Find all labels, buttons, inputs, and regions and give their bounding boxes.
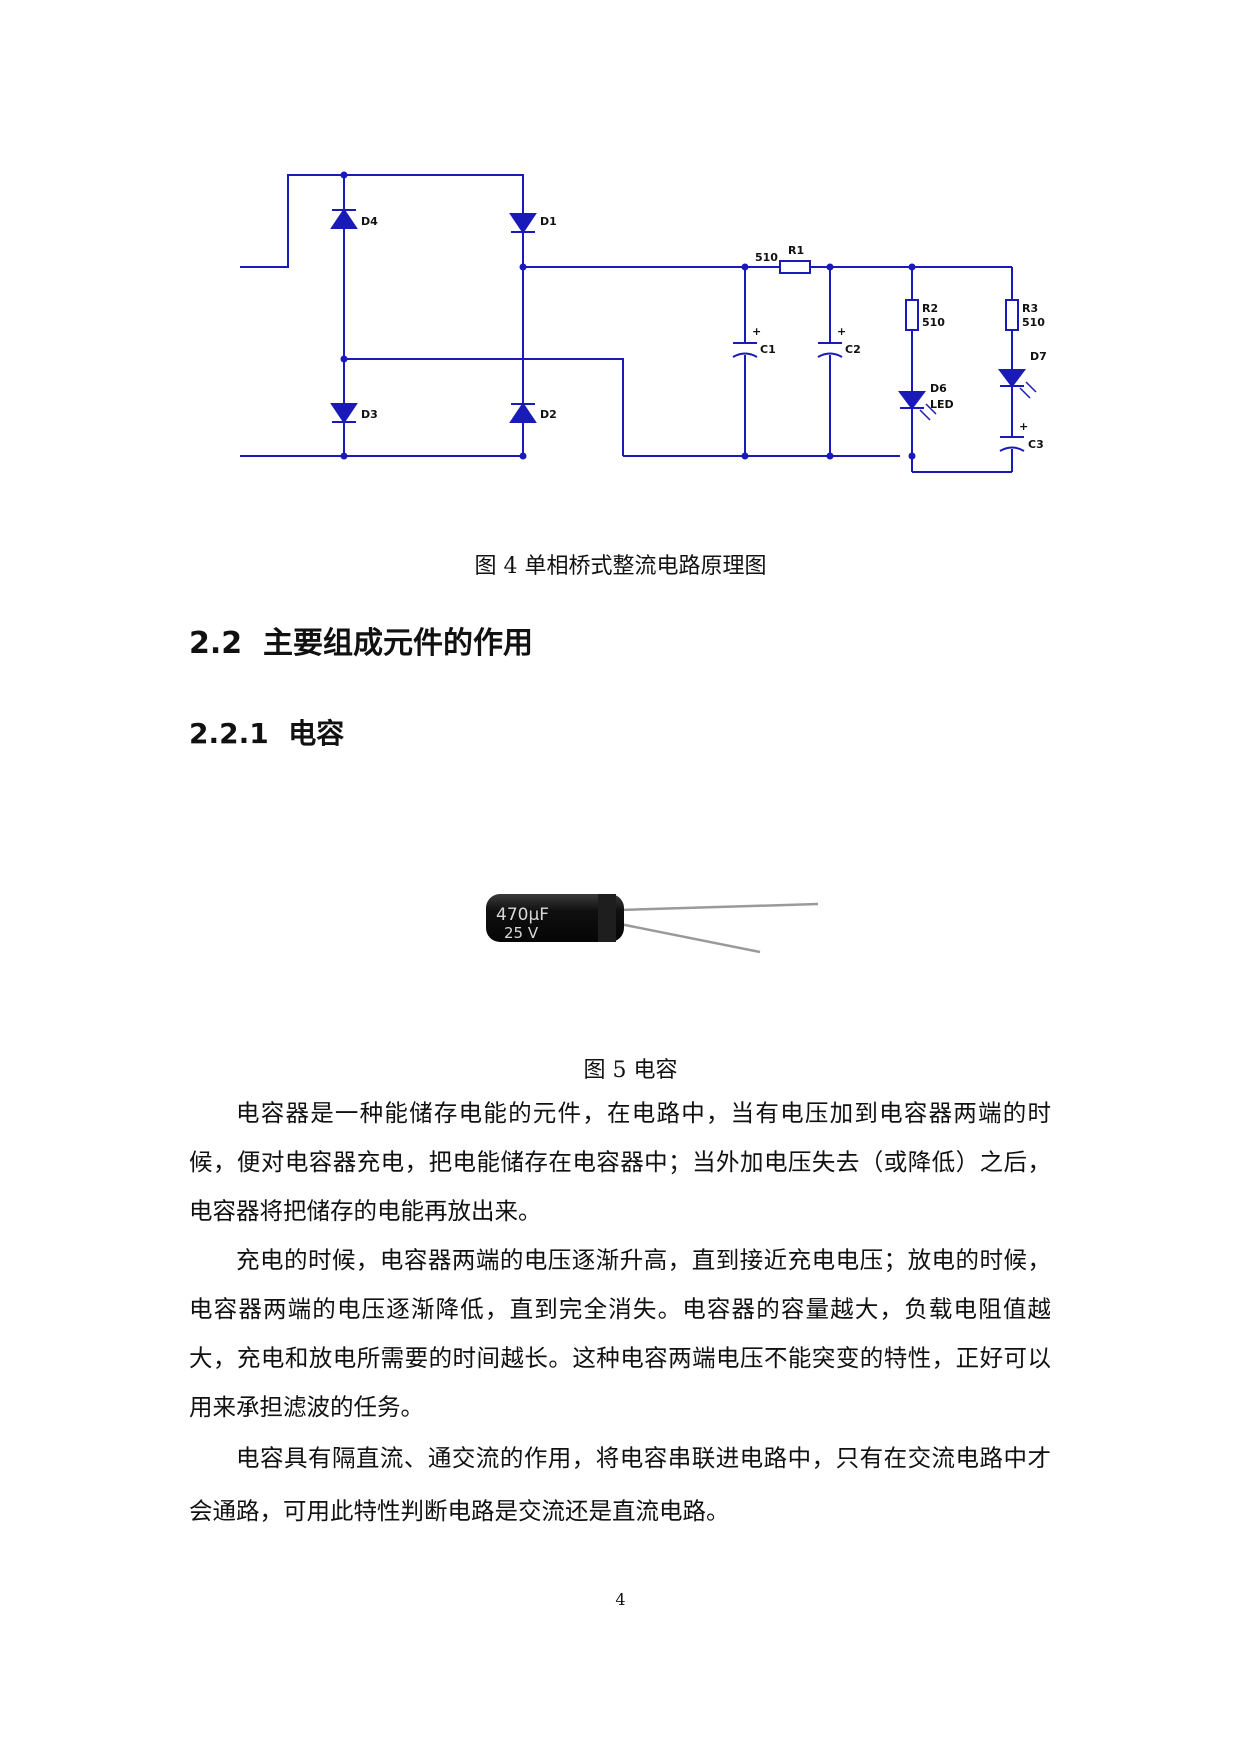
diode-d3-icon xyxy=(330,403,358,424)
label-d7: D7 xyxy=(1030,350,1047,363)
label-d2: D2 xyxy=(540,408,557,421)
section-number: 2.2 xyxy=(189,626,243,661)
capacitor-marking-1: 470μF xyxy=(496,905,549,925)
label-r1: R1 xyxy=(788,244,804,257)
section-heading: 2.2 主要组成元件的作用 xyxy=(189,618,533,662)
label-r3: R3 xyxy=(1022,302,1038,315)
led-d6-icon xyxy=(898,391,926,410)
svg-text:+: + xyxy=(837,325,846,338)
label-d1: D1 xyxy=(540,215,557,228)
led-d7-icon xyxy=(998,369,1026,388)
label-r2-value: 510 xyxy=(922,316,945,329)
svg-text:+: + xyxy=(1019,420,1028,433)
capacitor-marking-2: 25 V xyxy=(504,924,539,942)
capacitor-photo: 470μF 25 V xyxy=(486,894,819,954)
svg-text:+: + xyxy=(752,325,761,338)
label-r3-value: 510 xyxy=(1022,316,1045,329)
label-r2: R2 xyxy=(922,302,938,315)
diode-d2-icon xyxy=(509,402,537,423)
diode-d4-icon xyxy=(330,208,358,229)
label-c3: C3 xyxy=(1028,438,1044,451)
label-d6: D6 xyxy=(930,382,947,395)
rectifier-circuit-diagram: D4 D1 D3 D2 510 R1 + C1 + C2 R2 510 R3 5… xyxy=(240,171,1047,473)
label-c2: C2 xyxy=(845,343,861,356)
label-d6-type: LED xyxy=(930,398,954,411)
paragraph-1: 电容器是一种能储存电能的元件，在电路中，当有电压加到电容器两端的时候，便对电容器… xyxy=(189,1099,1051,1225)
subsection-heading: 2.2.1 电容 xyxy=(189,712,344,752)
label-c1: C1 xyxy=(760,343,776,356)
label-d4: D4 xyxy=(361,215,378,228)
section-title: 主要组成元件的作用 xyxy=(263,626,534,661)
page-number: 4 xyxy=(615,1590,626,1609)
label-r1-value: 510 xyxy=(755,251,778,264)
diode-d1-icon xyxy=(509,213,537,234)
figure5-caption: 图 5 电容 xyxy=(583,1058,678,1083)
paragraph-2: 充电的时候，电容器两端的电压逐渐升高，直到接近充电电压；放电的时候，电容器两端的… xyxy=(189,1246,1051,1421)
subsection-number: 2.2.1 xyxy=(189,717,269,750)
paragraph-3: 电容具有隔直流、通交流的作用，将电容串联进电路中，只有在交流电路中才会通路，可用… xyxy=(189,1444,1051,1525)
subsection-title: 电容 xyxy=(288,717,345,750)
label-d3: D3 xyxy=(361,408,378,421)
figure4-caption: 图 4 单相桥式整流电路原理图 xyxy=(474,554,767,579)
